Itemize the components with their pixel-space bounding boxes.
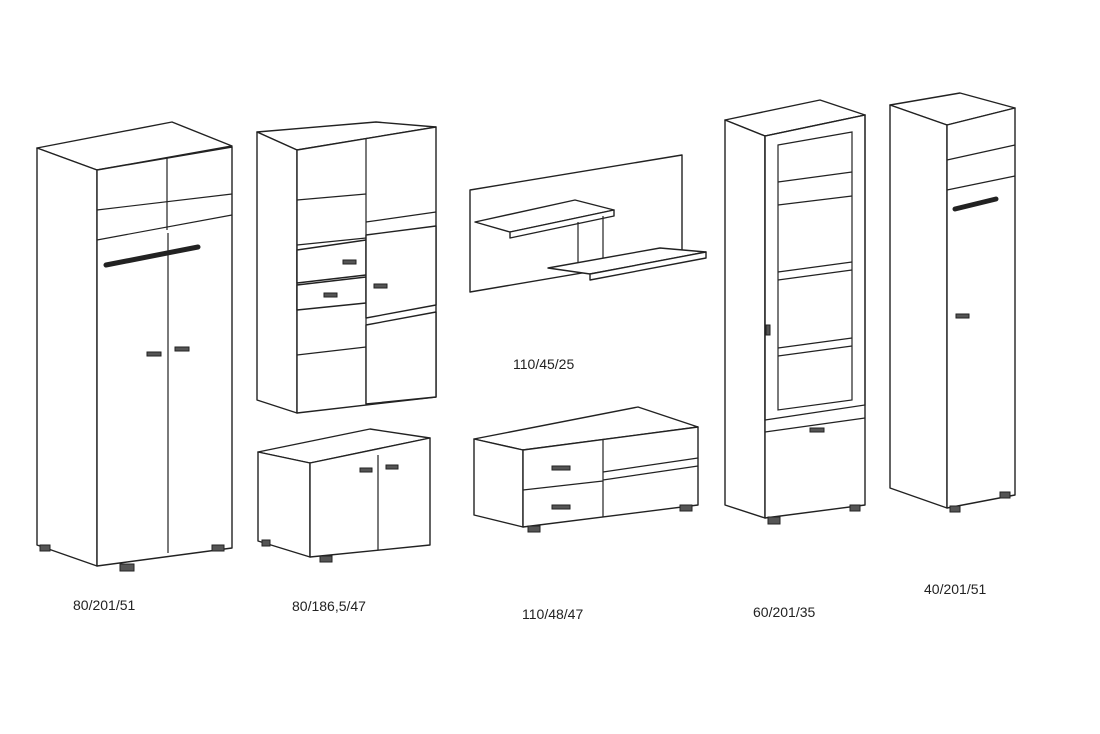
glass-cabinet-dimensions: 60/201/35 [753, 604, 816, 620]
shelf-cabinet-dimensions: 80/186,5/47 [292, 598, 366, 614]
glass-cabinet-drawing [724, 99, 866, 525]
shelf-cabinet-drawing [256, 121, 437, 414]
wardrobe-1-door-drawing [889, 92, 1016, 513]
wall-shelf-dimensions: 110/45/25 [513, 356, 575, 372]
wall-shelf-drawing [469, 154, 707, 293]
wardrobe-2-door-dimensions: 80/201/51 [73, 597, 136, 613]
wardrobe-2-door-drawing [36, 121, 233, 572]
low-cabinet-drawing [257, 428, 431, 563]
tv-stand-drawing [473, 406, 699, 533]
wardrobe-1-door-dimensions: 40/201/51 [924, 581, 987, 597]
tv-stand-dimensions: 110/48/47 [522, 606, 584, 622]
